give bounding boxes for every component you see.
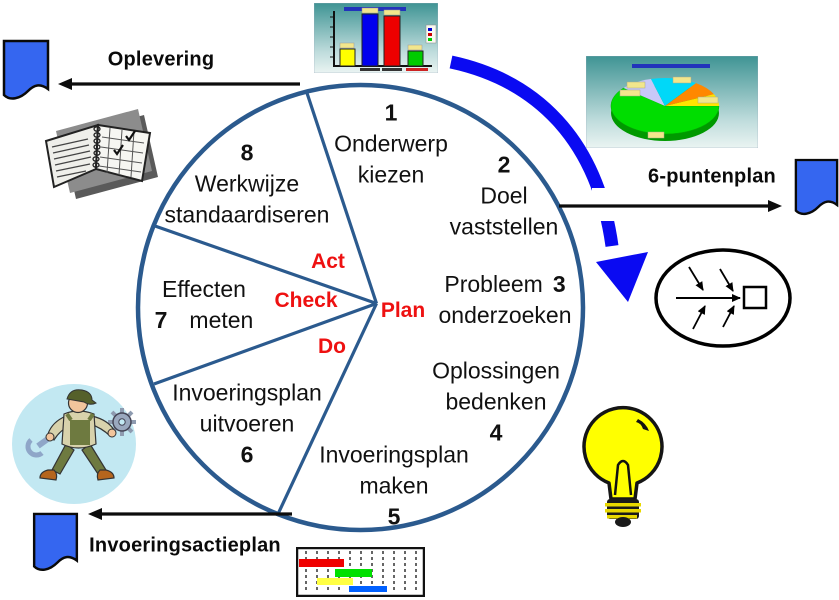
action-plan-label: Invoeringsactieplan — [89, 534, 281, 557]
do-label: Do — [318, 335, 346, 358]
oplevering-label: Oplevering — [107, 48, 215, 71]
segment-5: Invoeringsplan maken 5 — [319, 441, 469, 530]
cycle-arrow-head — [596, 252, 648, 302]
gear-icon — [108, 408, 136, 436]
segment-divider-lines — [153, 89, 379, 515]
lightbulb-icon — [582, 405, 664, 527]
fishbone-diagram-icon — [654, 248, 792, 348]
checklist-notebook-icon — [44, 109, 158, 199]
mechanic-icon — [12, 384, 136, 504]
segment-1-number: 1 — [384, 99, 398, 126]
segment-4-number: 4 — [489, 419, 503, 446]
segment-7-number: 7 — [154, 307, 168, 333]
check-label: Check — [274, 289, 338, 312]
segment-8-number: 8 — [240, 139, 254, 166]
segment-1: 1 Onderwerp kiezen — [334, 99, 448, 188]
plan-label: Plan — [380, 299, 426, 322]
document-icon-six-point-plan — [794, 158, 839, 216]
segment-2: 2 Doel vaststellen — [449, 151, 559, 240]
segment-4: Oplossingen bedenken 4 — [432, 357, 560, 446]
segment-2-number: 2 — [497, 151, 511, 178]
six-point-plan-label: 6-puntenplan — [648, 165, 776, 188]
document-icon-oplevering — [2, 39, 50, 100]
pdca-circle — [135, 82, 586, 533]
pie-chart-icon — [586, 56, 758, 148]
segment-8: 8 Werkwijze standaardiseren — [164, 139, 330, 228]
document-icon-action-plan — [32, 512, 79, 571]
gantt-chart-icon — [296, 547, 425, 597]
act-label: Act — [311, 250, 345, 273]
bar-chart-icon — [314, 3, 438, 73]
segment-6-number: 6 — [240, 441, 254, 468]
segment-3-number: 3 — [552, 271, 566, 297]
segment-5-number: 5 — [387, 503, 401, 530]
segment-6: Invoeringsplan uitvoeren 6 — [172, 379, 322, 468]
